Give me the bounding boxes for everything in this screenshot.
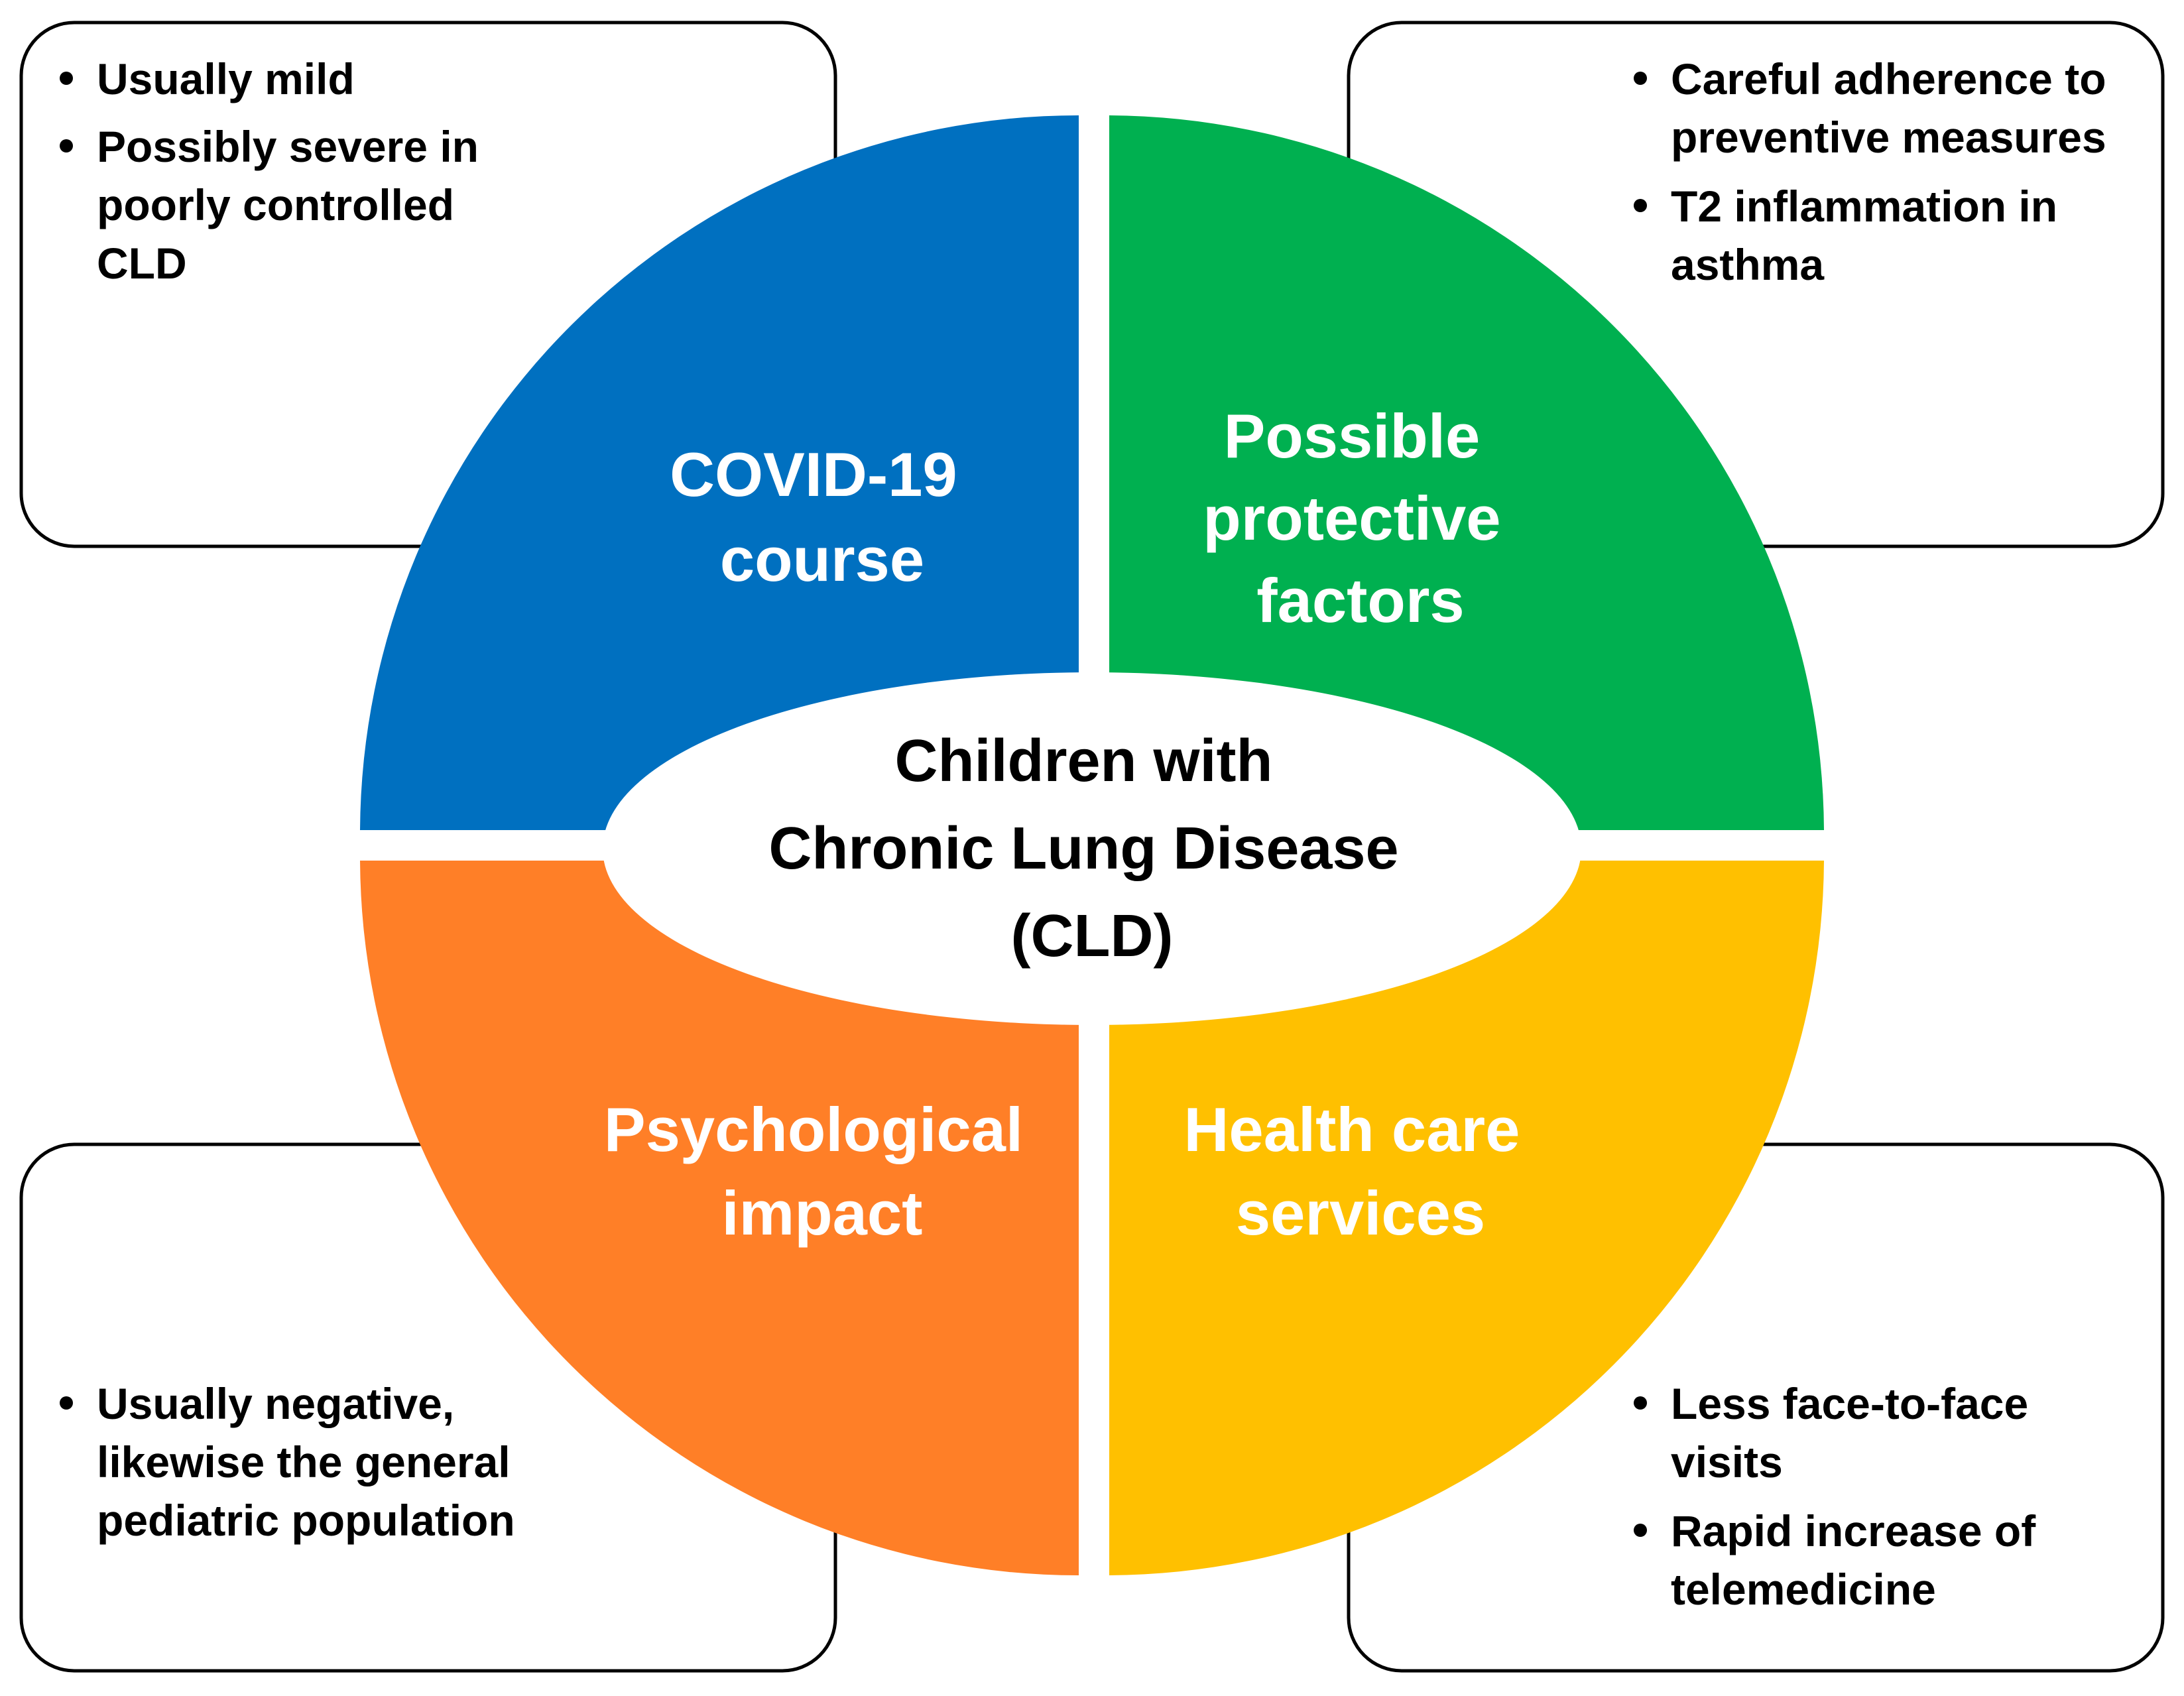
center-title: Children with Chronic Lung Disease (CLD) (768, 728, 1415, 969)
bullet-possibly-severe: Possibly severe in poorly controlled CLD (97, 122, 491, 288)
bullet-dot-icon (1634, 199, 1647, 212)
label-covid-course: COVID-19 course (670, 440, 975, 594)
bullet-careful-adherence: Careful adherence to preventive measures (1671, 54, 2118, 162)
bullet-usually-negative: Usually negative, likewise the general p… (97, 1379, 522, 1545)
bullet-less-face-to-face: Less face-to-face visits (1671, 1379, 2041, 1486)
bullet-dot-icon (1634, 1524, 1647, 1537)
bullet-dot-icon (1634, 1396, 1647, 1410)
bullet-dot-icon (60, 1396, 73, 1410)
bullet-dot-icon (60, 139, 73, 152)
bullet-t2-inflammation: T2 inflammation in asthma (1671, 182, 2069, 289)
quadrant-top-right (1109, 115, 1824, 830)
label-health-care-services: Health care services (1184, 1095, 1538, 1248)
bullet-rapid-increase: Rapid increase of telemedicine (1671, 1506, 2048, 1614)
bullet-usually-mild: Usually mild (97, 54, 355, 103)
label-psychological-impact: Psychological impact (604, 1095, 1040, 1248)
quadrant-bottom-right (1109, 861, 1824, 1575)
bullet-dot-icon (1634, 72, 1647, 85)
center-ellipse (603, 672, 1581, 1025)
label-protective-factors: Possible protective factors (1203, 401, 1518, 635)
bullet-dot-icon (60, 72, 73, 85)
quadrant-bottom-left (360, 861, 1079, 1575)
quadrant-top-left (360, 115, 1079, 830)
